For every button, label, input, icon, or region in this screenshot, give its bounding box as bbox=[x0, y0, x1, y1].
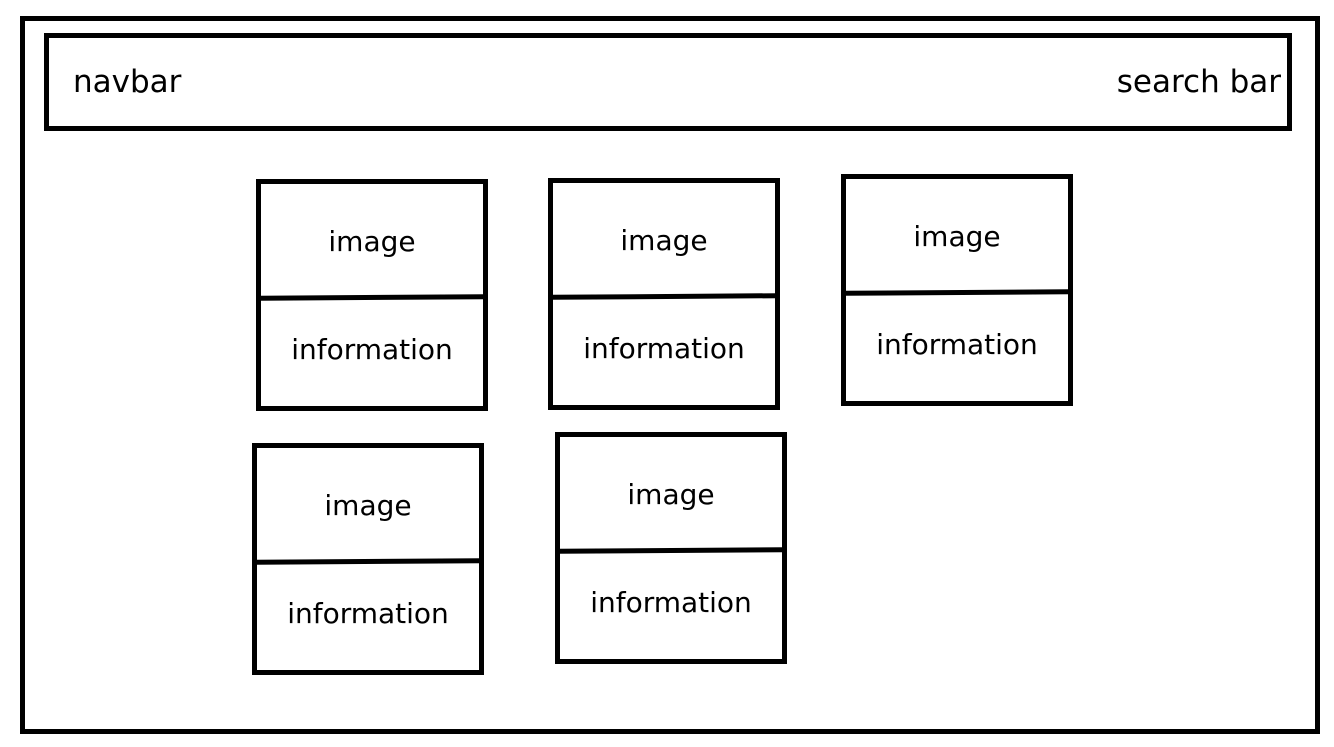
card-image-label: image bbox=[328, 225, 416, 258]
card-image-label: image bbox=[913, 220, 1001, 253]
card[interactable]: image information bbox=[252, 443, 484, 675]
card-information-label: information bbox=[876, 328, 1038, 361]
card-divider bbox=[551, 293, 777, 300]
card-image-label: image bbox=[324, 489, 412, 522]
card-image-label: image bbox=[627, 478, 715, 511]
search-bar-label[interactable]: search bar bbox=[1116, 64, 1281, 100]
card[interactable]: image information bbox=[256, 179, 488, 411]
card-divider bbox=[259, 294, 485, 301]
card-image-label: image bbox=[620, 224, 708, 257]
navbar-label[interactable]: navbar bbox=[73, 64, 182, 100]
card-divider bbox=[255, 558, 481, 565]
card[interactable]: image information bbox=[841, 174, 1073, 406]
card-information-label: information bbox=[583, 332, 745, 365]
card[interactable]: image information bbox=[555, 432, 787, 664]
card-information-label: information bbox=[291, 333, 453, 366]
card-information-label: information bbox=[590, 586, 752, 619]
card-information-label: information bbox=[287, 597, 449, 630]
card-divider bbox=[844, 289, 1070, 296]
page-frame bbox=[20, 16, 1320, 734]
card-divider bbox=[558, 547, 784, 554]
navbar: navbar search bar bbox=[44, 33, 1292, 131]
card[interactable]: image information bbox=[548, 178, 780, 410]
